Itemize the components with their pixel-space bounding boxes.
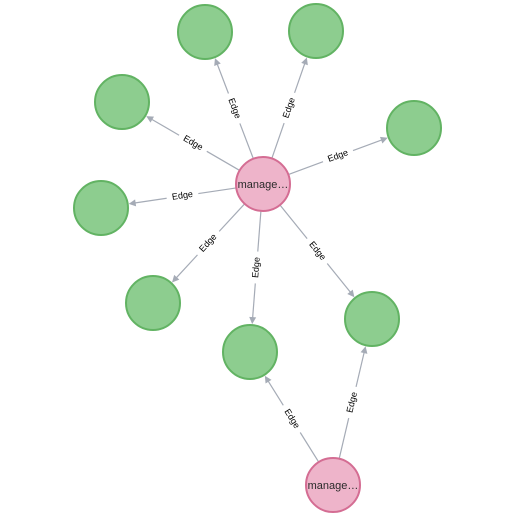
edge-line xyxy=(352,139,383,152)
edge-label: Edge xyxy=(226,97,243,120)
edge-line xyxy=(288,161,324,176)
manager-node[interactable]: manage… xyxy=(235,156,291,212)
node-caption: manage… xyxy=(308,480,359,492)
edge-label: Edge xyxy=(171,189,193,202)
edge[interactable]: Edge xyxy=(249,210,262,325)
leaf-node[interactable] xyxy=(222,324,278,380)
edge[interactable]: Edge xyxy=(338,346,368,459)
edge-label: Edge xyxy=(250,257,262,279)
edge-arrowhead-icon xyxy=(249,316,257,325)
edge[interactable]: Edge xyxy=(128,187,237,207)
edge[interactable]: Edge xyxy=(279,204,355,298)
leaf-node[interactable] xyxy=(94,74,150,130)
edge-arrowhead-icon xyxy=(301,57,308,66)
edge-line xyxy=(134,197,167,204)
manager-node-circle xyxy=(305,457,361,513)
leaf-node[interactable] xyxy=(288,3,344,59)
edge[interactable]: Edge xyxy=(146,116,240,171)
edge-arrowhead-icon xyxy=(146,116,155,123)
edge-line xyxy=(216,63,230,94)
leaf-node[interactable] xyxy=(177,4,233,60)
edge-line xyxy=(326,263,352,293)
edge-label: Edge xyxy=(182,133,205,152)
edge-line xyxy=(257,210,262,252)
edge-line xyxy=(151,118,180,136)
edge-line xyxy=(252,283,256,319)
edge-arrowhead-icon xyxy=(264,375,272,384)
edge-label: Edge xyxy=(307,239,328,262)
manager-node[interactable]: manage… xyxy=(305,457,361,513)
edge-line xyxy=(279,204,308,240)
leaf-node-circle xyxy=(73,180,129,236)
leaf-node[interactable] xyxy=(386,100,442,156)
edge-arrowhead-icon xyxy=(128,199,137,207)
edge[interactable]: Edge xyxy=(264,375,320,463)
leaf-node-circle xyxy=(94,74,150,130)
edge-label: Edge xyxy=(345,391,360,414)
edge-line xyxy=(206,150,240,171)
edge-arrowhead-icon xyxy=(379,136,388,144)
edge-line xyxy=(338,417,350,459)
leaf-node-circle xyxy=(386,100,442,156)
edge-line xyxy=(299,432,320,463)
edge-line xyxy=(294,62,306,94)
edge-label: Edge xyxy=(282,407,302,430)
leaf-node[interactable] xyxy=(344,291,400,347)
node-caption: manage… xyxy=(238,179,289,191)
manager-node-circle xyxy=(235,156,291,212)
leaf-node-circle xyxy=(177,4,233,60)
edge-label: Edge xyxy=(281,96,297,119)
edge[interactable]: Edge xyxy=(271,57,308,159)
edge-label: Edge xyxy=(197,232,219,254)
edge-line xyxy=(198,187,237,195)
edge-line xyxy=(239,123,254,159)
edge-line xyxy=(267,380,284,406)
edge-line xyxy=(218,203,246,232)
edge-line xyxy=(355,351,365,388)
edge-line xyxy=(271,122,285,159)
leaf-node[interactable] xyxy=(125,275,181,331)
leaf-node-circle xyxy=(222,324,278,380)
edge[interactable]: Edge xyxy=(172,203,246,283)
edge-line xyxy=(175,254,198,279)
edge-arrowhead-icon xyxy=(214,58,221,66)
node-layer: manage… manage… xyxy=(73,3,442,513)
edge[interactable]: Edge xyxy=(214,58,254,159)
leaf-node-circle xyxy=(288,3,344,59)
edge-arrowhead-icon xyxy=(360,346,368,354)
edge-label: Edge xyxy=(326,147,349,164)
leaf-node-circle xyxy=(125,275,181,331)
edge-arrowhead-icon xyxy=(172,274,180,283)
edge[interactable]: Edge xyxy=(288,136,388,176)
leaf-node[interactable] xyxy=(73,180,129,236)
edge-arrowhead-icon xyxy=(347,289,355,298)
leaf-node-circle xyxy=(344,291,400,347)
